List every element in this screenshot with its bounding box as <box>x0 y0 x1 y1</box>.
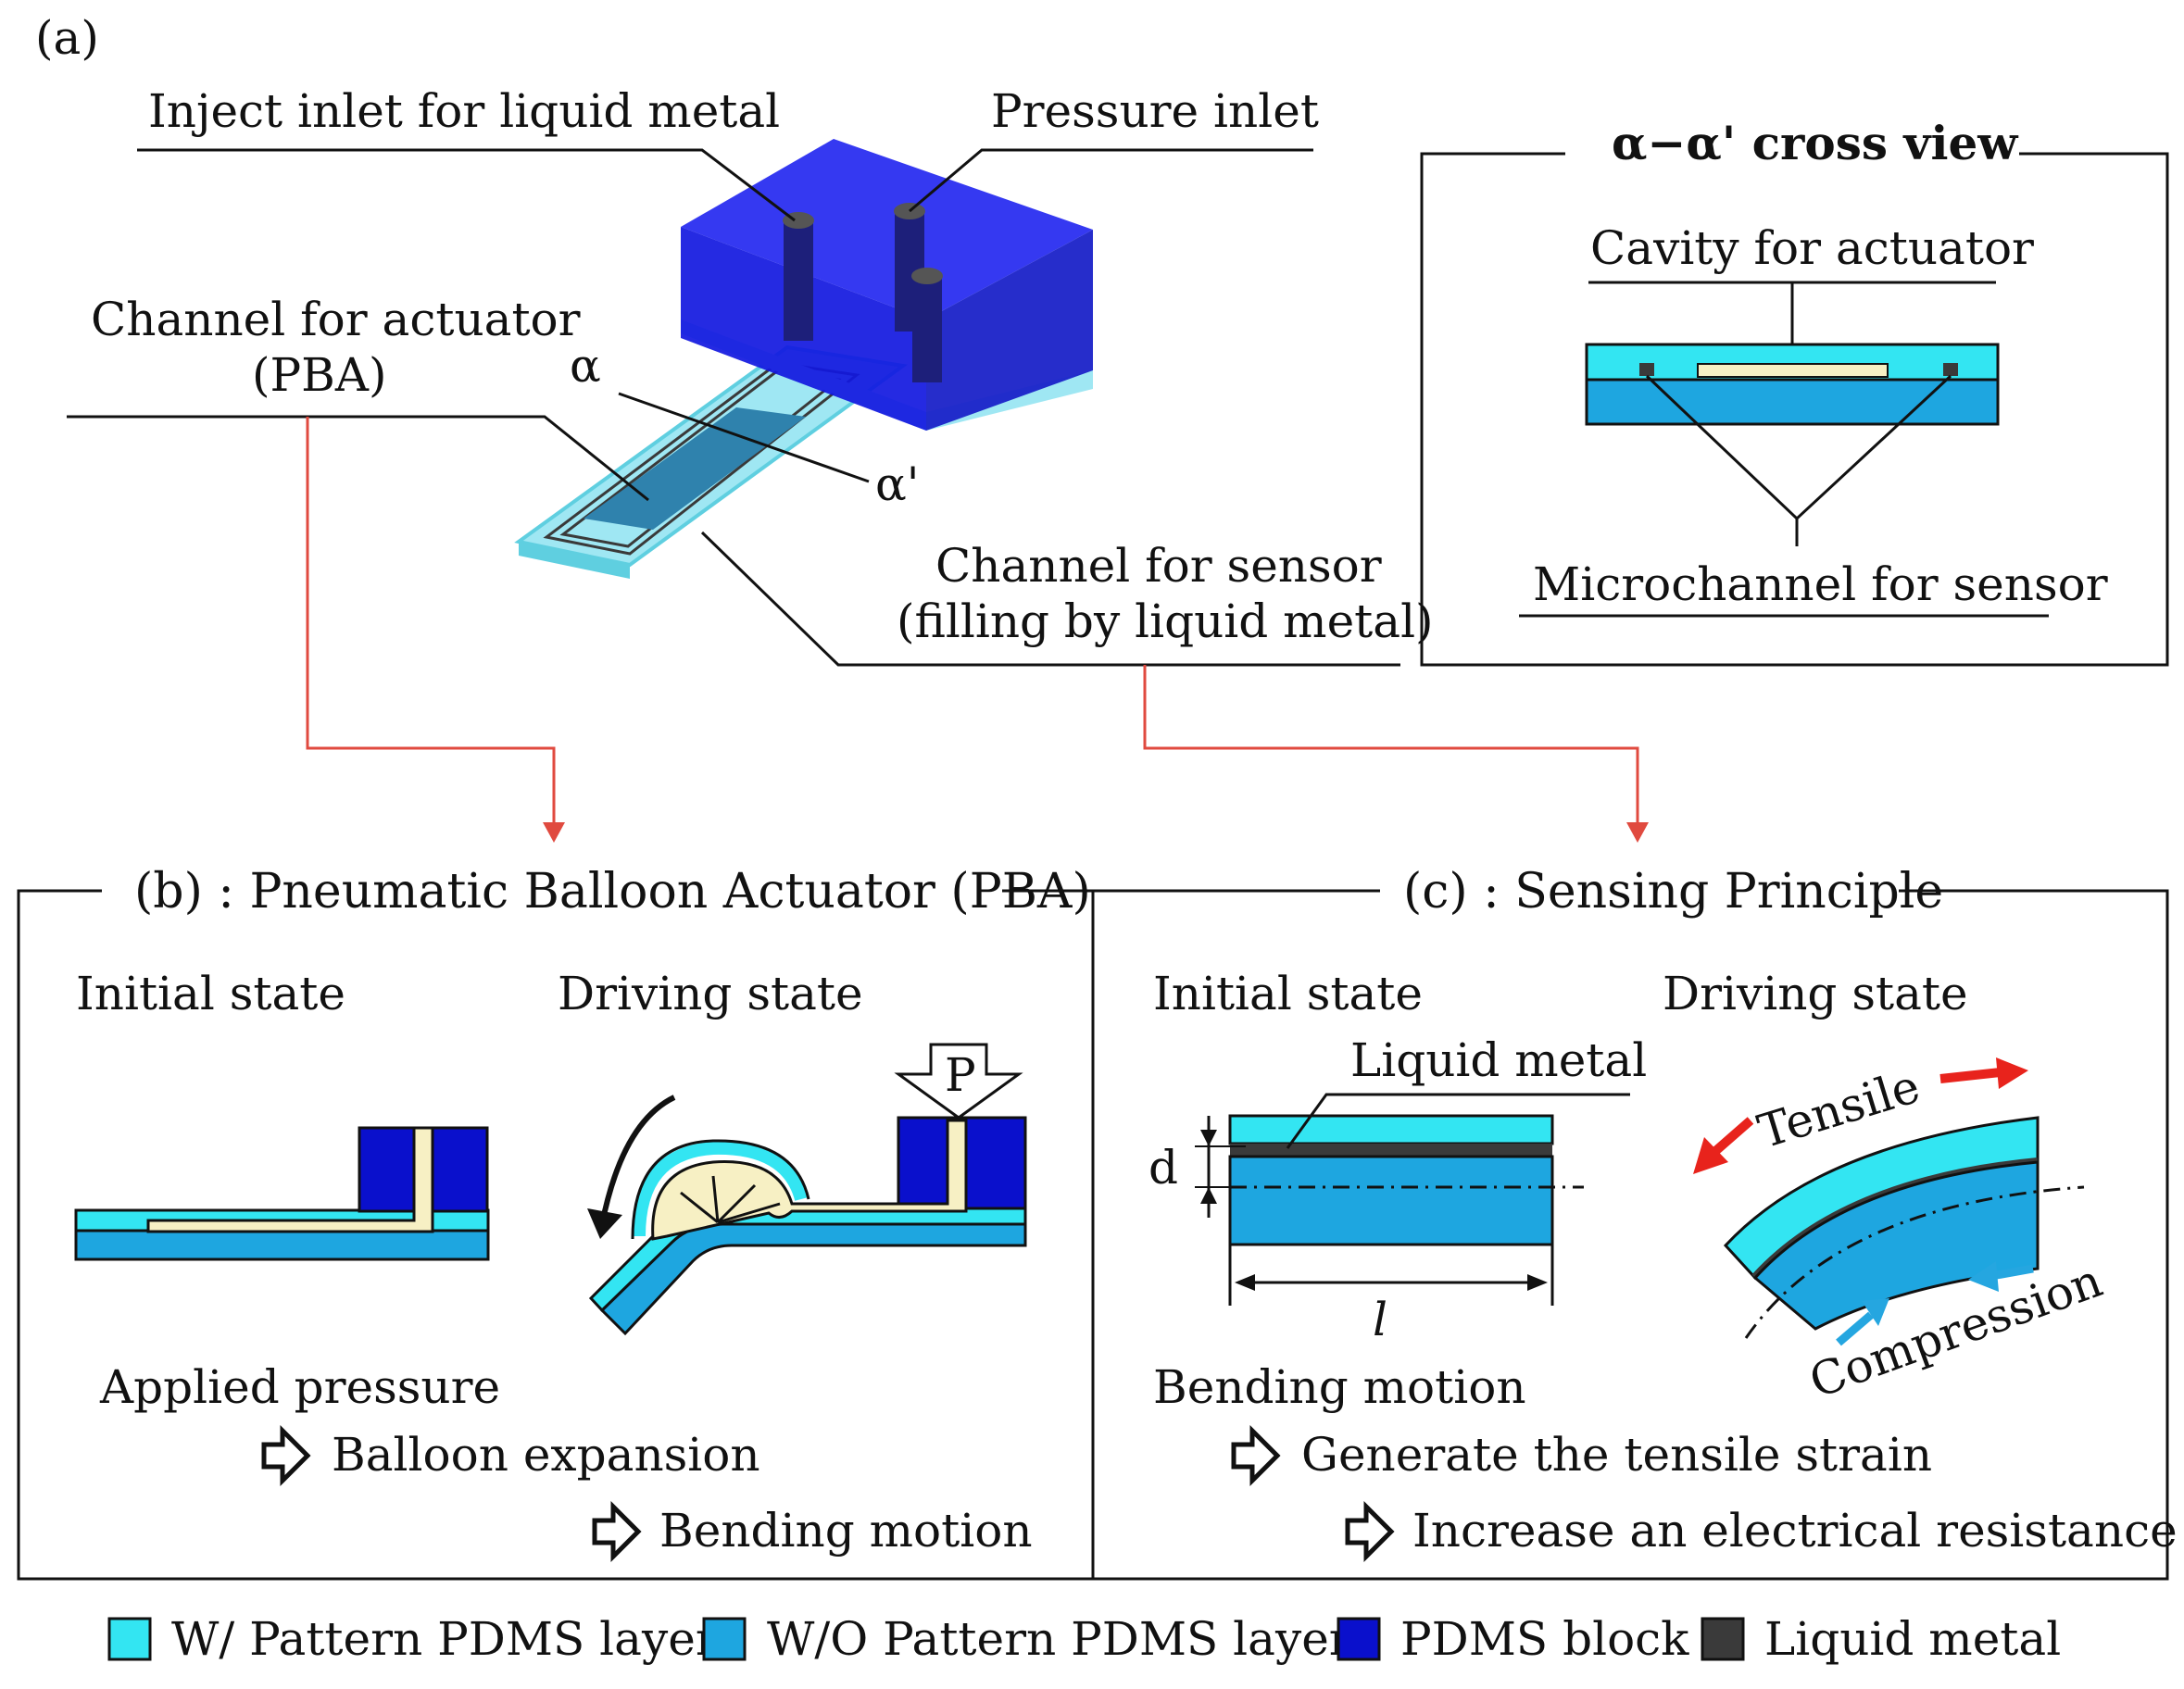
actuator-cavity <box>584 407 806 530</box>
connector-arrow-to-sensing <box>1143 665 1642 833</box>
inject-inlet-label: Inject inlet for liquid metal <box>148 84 780 138</box>
channel-actuator-label-2: (PBA) <box>252 348 387 402</box>
hollow-arrow-icon <box>592 1500 642 1563</box>
legend-item-pdms-block: PDMS block <box>1337 1612 1689 1666</box>
legend-item-liquid-metal: Liquid metal <box>1701 1612 2061 1666</box>
tensile-arrow-left <box>1693 1117 1754 1174</box>
channel-sensor-label-1: Channel for sensor <box>935 539 1382 593</box>
pba-initial-state: Initial state <box>76 967 345 1020</box>
bending-direction-arrow <box>599 1095 676 1225</box>
pdms-block-top <box>681 139 1093 319</box>
legend-label: W/ Pattern PDMS layer <box>171 1612 718 1666</box>
balloon-pressure-arrows <box>680 1175 781 1224</box>
channel-sensor-label-2: (filling by liquid metal) <box>897 594 1434 648</box>
panel-c-title: (c) : Sensing Principle <box>1403 864 1943 920</box>
cross-view-box: α−α' cross view Cavity for actuator Micr… <box>1420 116 2169 667</box>
cross-cavity <box>1697 363 1889 378</box>
inject-inlet-leader <box>137 148 796 222</box>
legend-label: PDMS block <box>1400 1612 1689 1666</box>
inject-inlet-tube <box>783 212 814 341</box>
d-symbol: d <box>1148 1141 1178 1195</box>
liquid-metal-label: Liquid metal <box>1350 1033 1647 1087</box>
panel-b-title: (b) : Pneumatic Balloon Actuator (PBA) <box>134 864 1091 920</box>
compression-arrow-right <box>1968 1261 2034 1292</box>
pba-step1: Applied pressure <box>99 1360 500 1414</box>
hollow-arrow-icon <box>1345 1500 1395 1563</box>
legend: W/ Pattern PDMS layer W/O Pattern PDMS l… <box>107 1612 2061 1666</box>
pba-initial-diagram <box>74 1126 490 1261</box>
legend-label: W/O Pattern PDMS layer <box>767 1612 1351 1666</box>
pba-driving-diagram: P <box>587 1043 1027 1336</box>
legend-item-unpatterned-pdms: W/O Pattern PDMS layer <box>702 1612 1351 1666</box>
legend-label: Liquid metal <box>1764 1612 2061 1666</box>
sensing-initial-state: Initial state <box>1153 967 1423 1020</box>
sensing-initial-diagram: Liquid metal d l <box>1148 1033 1647 1346</box>
pressure-symbol: P <box>945 1048 976 1102</box>
sensing-driving-diagram: Tensile Compression <box>1693 1057 2109 1408</box>
pba-driving-state: Driving state <box>558 967 863 1020</box>
cross-microchannel-right <box>1943 363 1958 376</box>
alpha-label: α <box>570 339 601 393</box>
legend-item-patterned-pdms: W/ Pattern PDMS layer <box>107 1612 718 1666</box>
alpha-prime-label: α' <box>875 457 920 511</box>
channel-actuator-label-1: Channel for actuator <box>91 293 581 346</box>
panel-a-label: (a) <box>35 11 99 65</box>
pba-initial-channel <box>146 1126 434 1233</box>
cross-bottom-layer <box>1585 378 2000 426</box>
channel-sensor-leader <box>700 531 1400 667</box>
microchannel-label: Microchannel for sensor <box>1533 557 2108 611</box>
device-3d-illustration <box>514 139 1093 579</box>
pdms-block-side <box>926 230 1093 431</box>
connector-arrow-to-pba <box>306 417 559 833</box>
hollow-arrow-icon <box>1231 1424 1281 1487</box>
sensing-driving-state: Driving state <box>1663 967 1968 1020</box>
cross-microchannel-left <box>1639 363 1654 376</box>
sensing-step1: Bending motion <box>1153 1360 1526 1414</box>
pressure-inlet-tube-2 <box>911 268 943 382</box>
bent-neutral-axis <box>1744 1185 2085 1339</box>
pressure-inlet-leader <box>909 148 1313 213</box>
bottom-panels-frame <box>17 889 2169 1581</box>
sensing-step3: Increase an electrical resistance R <box>1412 1504 2184 1558</box>
pba-step3: Bending motion <box>659 1504 1033 1558</box>
channel-actuator-leader <box>67 415 649 502</box>
pressure-inlet-label: Pressure inlet <box>991 84 1319 138</box>
pba-step2: Balloon expansion <box>332 1428 760 1482</box>
tensile-arrow-right <box>1939 1057 2028 1089</box>
cavity-label: Cavity for actuator <box>1590 221 2034 275</box>
pressure-arrow-icon: P <box>894 1043 1023 1120</box>
cross-view-title: α−α' cross view <box>1612 116 2019 170</box>
hollow-arrow-icon <box>261 1424 311 1487</box>
compression-arrow-left <box>1836 1298 1889 1346</box>
alpha-section-line <box>618 392 870 483</box>
sensing-step2: Generate the tensile strain <box>1301 1428 1932 1482</box>
l-symbol: l <box>1373 1293 1387 1346</box>
